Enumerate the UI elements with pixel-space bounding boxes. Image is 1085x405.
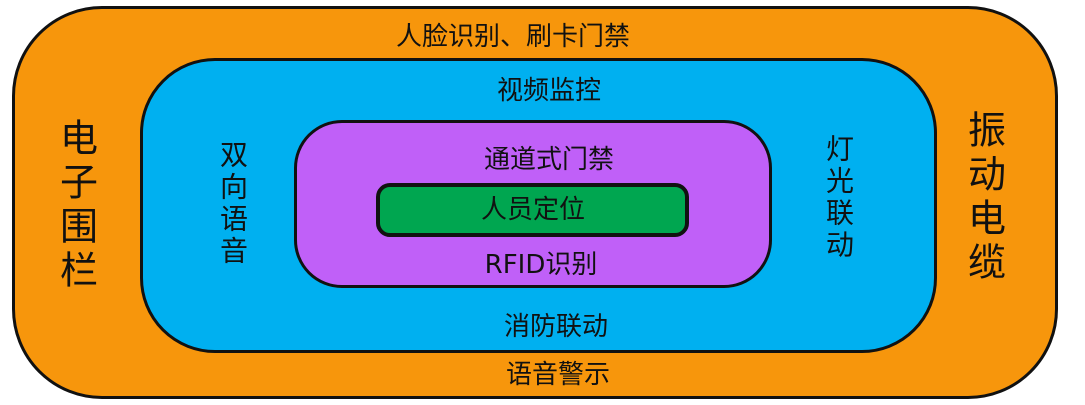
middle-right-label: 灯光联动 — [822, 134, 855, 262]
outer-top-label: 人脸识别、刷卡门禁 — [395, 22, 631, 52]
outer-bottom-label: 语音警示 — [505, 360, 611, 390]
inner-bottom-label: RFID识别 — [484, 250, 598, 280]
outer-right-label: 振动电缆 — [961, 110, 1006, 286]
core-label: 人员定位 — [480, 195, 586, 225]
inner-top-label: 通道式门禁 — [483, 145, 615, 175]
outer-left-label: 电子围栏 — [53, 118, 98, 294]
middle-left-label: 双向语音 — [216, 140, 249, 268]
core-layer — [376, 183, 689, 237]
middle-bottom-label: 消防联动 — [503, 312, 609, 342]
middle-top-label: 视频监控 — [496, 76, 602, 106]
